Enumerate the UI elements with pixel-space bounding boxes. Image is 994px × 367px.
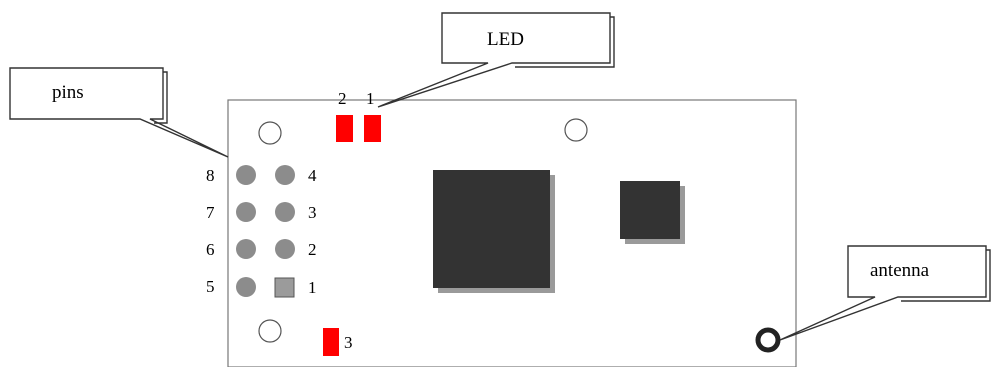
led-number-3: 3	[344, 333, 353, 352]
pin-right-number-3: 3	[308, 203, 317, 222]
pin-right-number-4: 4	[308, 166, 317, 185]
pin-5	[236, 277, 256, 297]
pin-4	[275, 165, 295, 185]
main-chip	[433, 170, 550, 288]
pin-left-number-6: 6	[206, 240, 215, 259]
led-number-2: 2	[338, 89, 347, 108]
small-chip	[620, 181, 680, 239]
callout-antenna-shadow	[901, 249, 991, 302]
pin-7	[236, 202, 256, 222]
mounting-hole-bottom-left	[258, 319, 282, 343]
antenna-terminal	[755, 327, 781, 353]
callout-led-shape	[377, 12, 611, 108]
callout-led-shadow	[515, 16, 615, 68]
pin-right-number-2: 2	[308, 240, 317, 259]
led-2	[336, 115, 353, 142]
pin-2	[275, 239, 295, 259]
led-1	[364, 115, 381, 142]
callout-antenna-label: antenna	[870, 260, 930, 281]
pin-8	[236, 165, 256, 185]
pin-1-square	[274, 277, 295, 298]
callout-antenna-shape	[779, 245, 987, 341]
callout-pins-label: pins	[52, 82, 84, 103]
pin-left-number-8: 8	[206, 166, 215, 185]
pin-6	[236, 239, 256, 259]
pin-right-number-1: 1	[308, 278, 317, 297]
mounting-hole-top-right	[564, 118, 588, 142]
callout-led-label: LED	[487, 29, 524, 50]
mounting-hole-top-left	[258, 121, 282, 145]
pin-3	[275, 202, 295, 222]
led-3	[323, 328, 339, 356]
pin-left-number-5: 5	[206, 277, 215, 296]
callout-pins-shape	[9, 67, 229, 158]
pin-left-number-7: 7	[206, 203, 215, 222]
led-number-1: 1	[366, 89, 375, 108]
callout-pins-shadow	[154, 71, 168, 124]
